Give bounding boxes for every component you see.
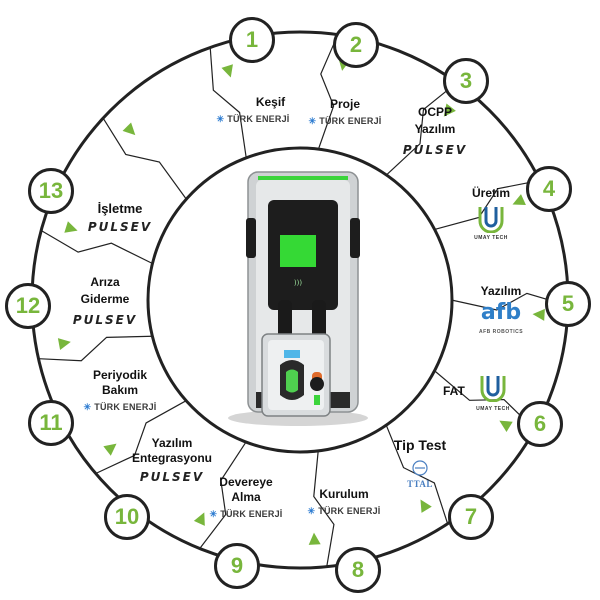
step-11-label: Periyodik Bakım ✳TÜRK ENERJİ: [70, 368, 170, 415]
sector-arrow-12: [64, 221, 78, 233]
step-number-5: 5: [545, 281, 591, 327]
inner-ring: [146, 146, 454, 454]
umay-tech-mark-icon: [480, 376, 506, 402]
sector-arrow-7: [420, 499, 432, 513]
sector-divider-10: [95, 400, 187, 475]
sector-divider-13: [102, 117, 187, 200]
sector-dividers: [38, 34, 569, 567]
step-9-title: Devereye Alma: [219, 475, 273, 504]
step-number-4: 4: [526, 166, 572, 212]
step-10-title: Yazılım Entegrasyonu: [131, 436, 212, 465]
step-10-label: Yazılım Entegrasyonu PULSEV: [120, 436, 224, 485]
ttal-logo: TTAL: [407, 479, 433, 489]
sector-divider-8: [313, 450, 335, 567]
step-number-7: 7: [448, 494, 494, 540]
sector-divider-3: [386, 82, 458, 176]
step-1-label: Keşif ✳TÜRK ENERJİ: [198, 95, 308, 127]
sector-arrow-4: [512, 194, 526, 206]
sector-divider-9: [199, 441, 247, 549]
step-5-label: Yazılım afb AFB ROBOTICS: [468, 284, 534, 340]
sector-arrow-8: [308, 532, 321, 545]
sector-arrow-10: [103, 443, 117, 456]
step-7-label: Tip Test TTAL: [375, 438, 465, 492]
turk-enerji-logo: ✳TÜRK ENERJİ: [209, 509, 283, 519]
step-3-label: OCPP Yazılım PULSEV: [380, 104, 490, 159]
step-number-9: 9: [214, 543, 260, 589]
step-1-title: Keşif: [255, 95, 286, 109]
step-8-label: Kurulum ✳TÜRK ENERJİ: [294, 487, 394, 519]
sector-arrow-5: [532, 308, 545, 321]
turk-enerji-logo: ✳TÜRK ENERJİ: [83, 402, 157, 412]
pulsev-logo: PULSEV: [139, 470, 205, 484]
sector-divider-2: [317, 34, 339, 150]
svg-text:))): ))): [294, 279, 302, 287]
step-number-2: 2: [333, 22, 379, 68]
step-5-title: Yazılım: [480, 284, 522, 298]
pulsev-logo: PULSEV: [87, 220, 153, 234]
step-number-13: 13: [28, 168, 74, 214]
sector-divider-4: [434, 179, 540, 231]
sector-divider-1: [209, 47, 247, 158]
step-2-label: Proje ✳TÜRK ENERJİ: [290, 97, 400, 129]
afb-logo-mark: afb: [480, 300, 522, 325]
step-4-label: Üretim UMAY TECH: [456, 186, 526, 246]
step-13-title: İşletme: [97, 201, 143, 216]
sector-arrow-1: [221, 64, 233, 78]
sector-arrow-6: [499, 420, 513, 432]
step-number-6: 6: [517, 401, 563, 447]
step-number-11: 11: [28, 400, 74, 446]
ev-charger-icon: ))): [228, 171, 368, 426]
umay-tech-logo: UMAY TECH: [474, 235, 508, 241]
turk-enerji-logo: ✳TÜRK ENERJİ: [308, 116, 382, 126]
step-number-3: 3: [443, 58, 489, 104]
step-12-title: Arıza Giderme: [80, 275, 130, 306]
step-12-label: Arıza Giderme PULSEV: [55, 274, 155, 329]
step-6-title: FAT: [443, 384, 465, 398]
step-11-title: Periyodik Bakım: [92, 368, 148, 397]
step-2-title: Proje: [329, 97, 360, 111]
sector-arrow-9: [193, 512, 205, 526]
ttal-mark-icon: [412, 460, 428, 476]
step-3-title: OCPP Yazılım: [414, 105, 456, 136]
sector-arrow-13: [122, 122, 136, 136]
step-number-8: 8: [335, 547, 381, 593]
step-number-10: 10: [104, 494, 150, 540]
step-8-title: Kurulum: [319, 487, 369, 501]
step-4-title: Üretim: [471, 186, 510, 200]
umay-tech-mark-icon: [478, 207, 504, 233]
turk-enerji-logo: ✳TÜRK ENERJİ: [216, 114, 290, 124]
step-number-1: 1: [229, 17, 275, 63]
umay-tech-logo: UMAY TECH: [476, 406, 510, 412]
sector-divider-11: [38, 335, 153, 362]
sector-arrow-3: [443, 103, 456, 117]
sector-arrow-11: [57, 338, 71, 350]
sector-divider-12: [40, 229, 153, 265]
afb-robotics-logo: AFB ROBOTICS: [478, 329, 524, 335]
pulsev-logo: PULSEV: [402, 143, 468, 157]
step-9-label: Devereye Alma ✳TÜRK ENERJİ: [200, 475, 292, 522]
step-7-title: Tip Test: [393, 437, 447, 453]
pulsev-logo: PULSEV: [72, 313, 138, 327]
step-number-12: 12: [5, 283, 51, 329]
turk-enerji-logo: ✳TÜRK ENERJİ: [307, 506, 381, 516]
step-13-label: İşletme PULSEV: [70, 201, 170, 235]
